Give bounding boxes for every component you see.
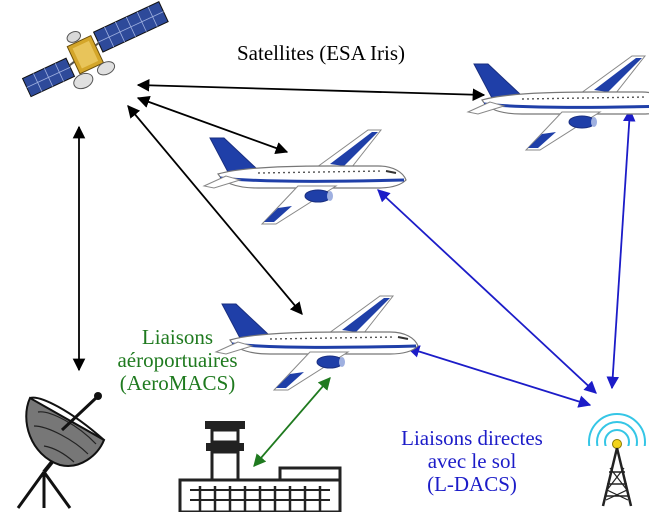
airport-tower-icon: [178, 421, 342, 512]
satellites-label: Satellites (ESA Iris): [237, 41, 405, 65]
direct-links-line-1: Liaisons directes: [401, 426, 543, 450]
airplane-icon: [466, 54, 649, 152]
direct-links-line-3: (L-DACS): [427, 472, 517, 496]
link-direct-plane-right: [606, 108, 636, 390]
link-sat-to-plane-lower: [127, 105, 303, 315]
airport-links-line-3: (AeroMACS): [119, 371, 236, 395]
direct-links-label: Liaisons directes avec le sol (L-DACS): [372, 427, 572, 496]
radio-tower-icon: [585, 413, 649, 512]
airport-links-label: Liaisons aéroportuaires (AeroMACS): [90, 326, 265, 395]
link-direct-plane-middle: [377, 189, 597, 394]
airport-links-line-1: Liaisons: [141, 325, 214, 349]
link-airport-plane-lower: [253, 377, 331, 467]
satellite-icon: [21, 1, 169, 98]
airport-links-line-2: aéroportuaires: [117, 348, 238, 372]
ground-antenna-icon: [16, 392, 106, 509]
direct-links-line-2: avec le sol: [427, 449, 517, 473]
link-direct-plane-lower: [406, 345, 592, 408]
airplane-icon: [202, 128, 408, 226]
link-sat-to-plane-right: [136, 79, 486, 101]
